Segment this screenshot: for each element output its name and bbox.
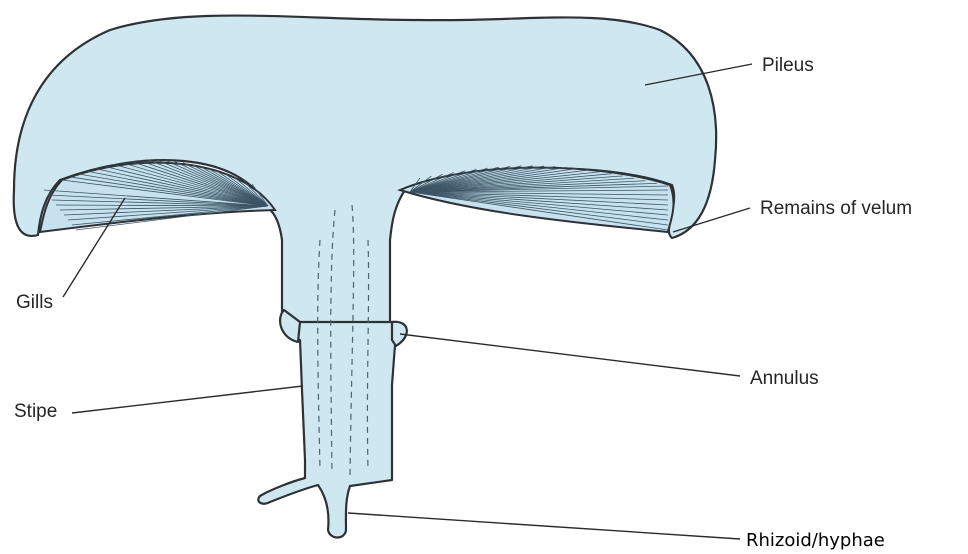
label-stipe: Stipe [14, 401, 57, 423]
label-gills: Gills [16, 292, 53, 314]
label-annulus: Annulus [750, 368, 819, 390]
stipe-shape [258, 320, 406, 538]
annulus-leader [400, 334, 740, 376]
label-pileus: Pileus [762, 55, 814, 77]
right-gills-shape [400, 168, 673, 232]
label-remains-of-velum: Remains of velum [760, 198, 912, 220]
rhizoid-leader [348, 513, 740, 539]
stipe-leader [72, 386, 303, 413]
label-rhizoid-hyphae: Rhizoid/hyphae [746, 530, 885, 552]
